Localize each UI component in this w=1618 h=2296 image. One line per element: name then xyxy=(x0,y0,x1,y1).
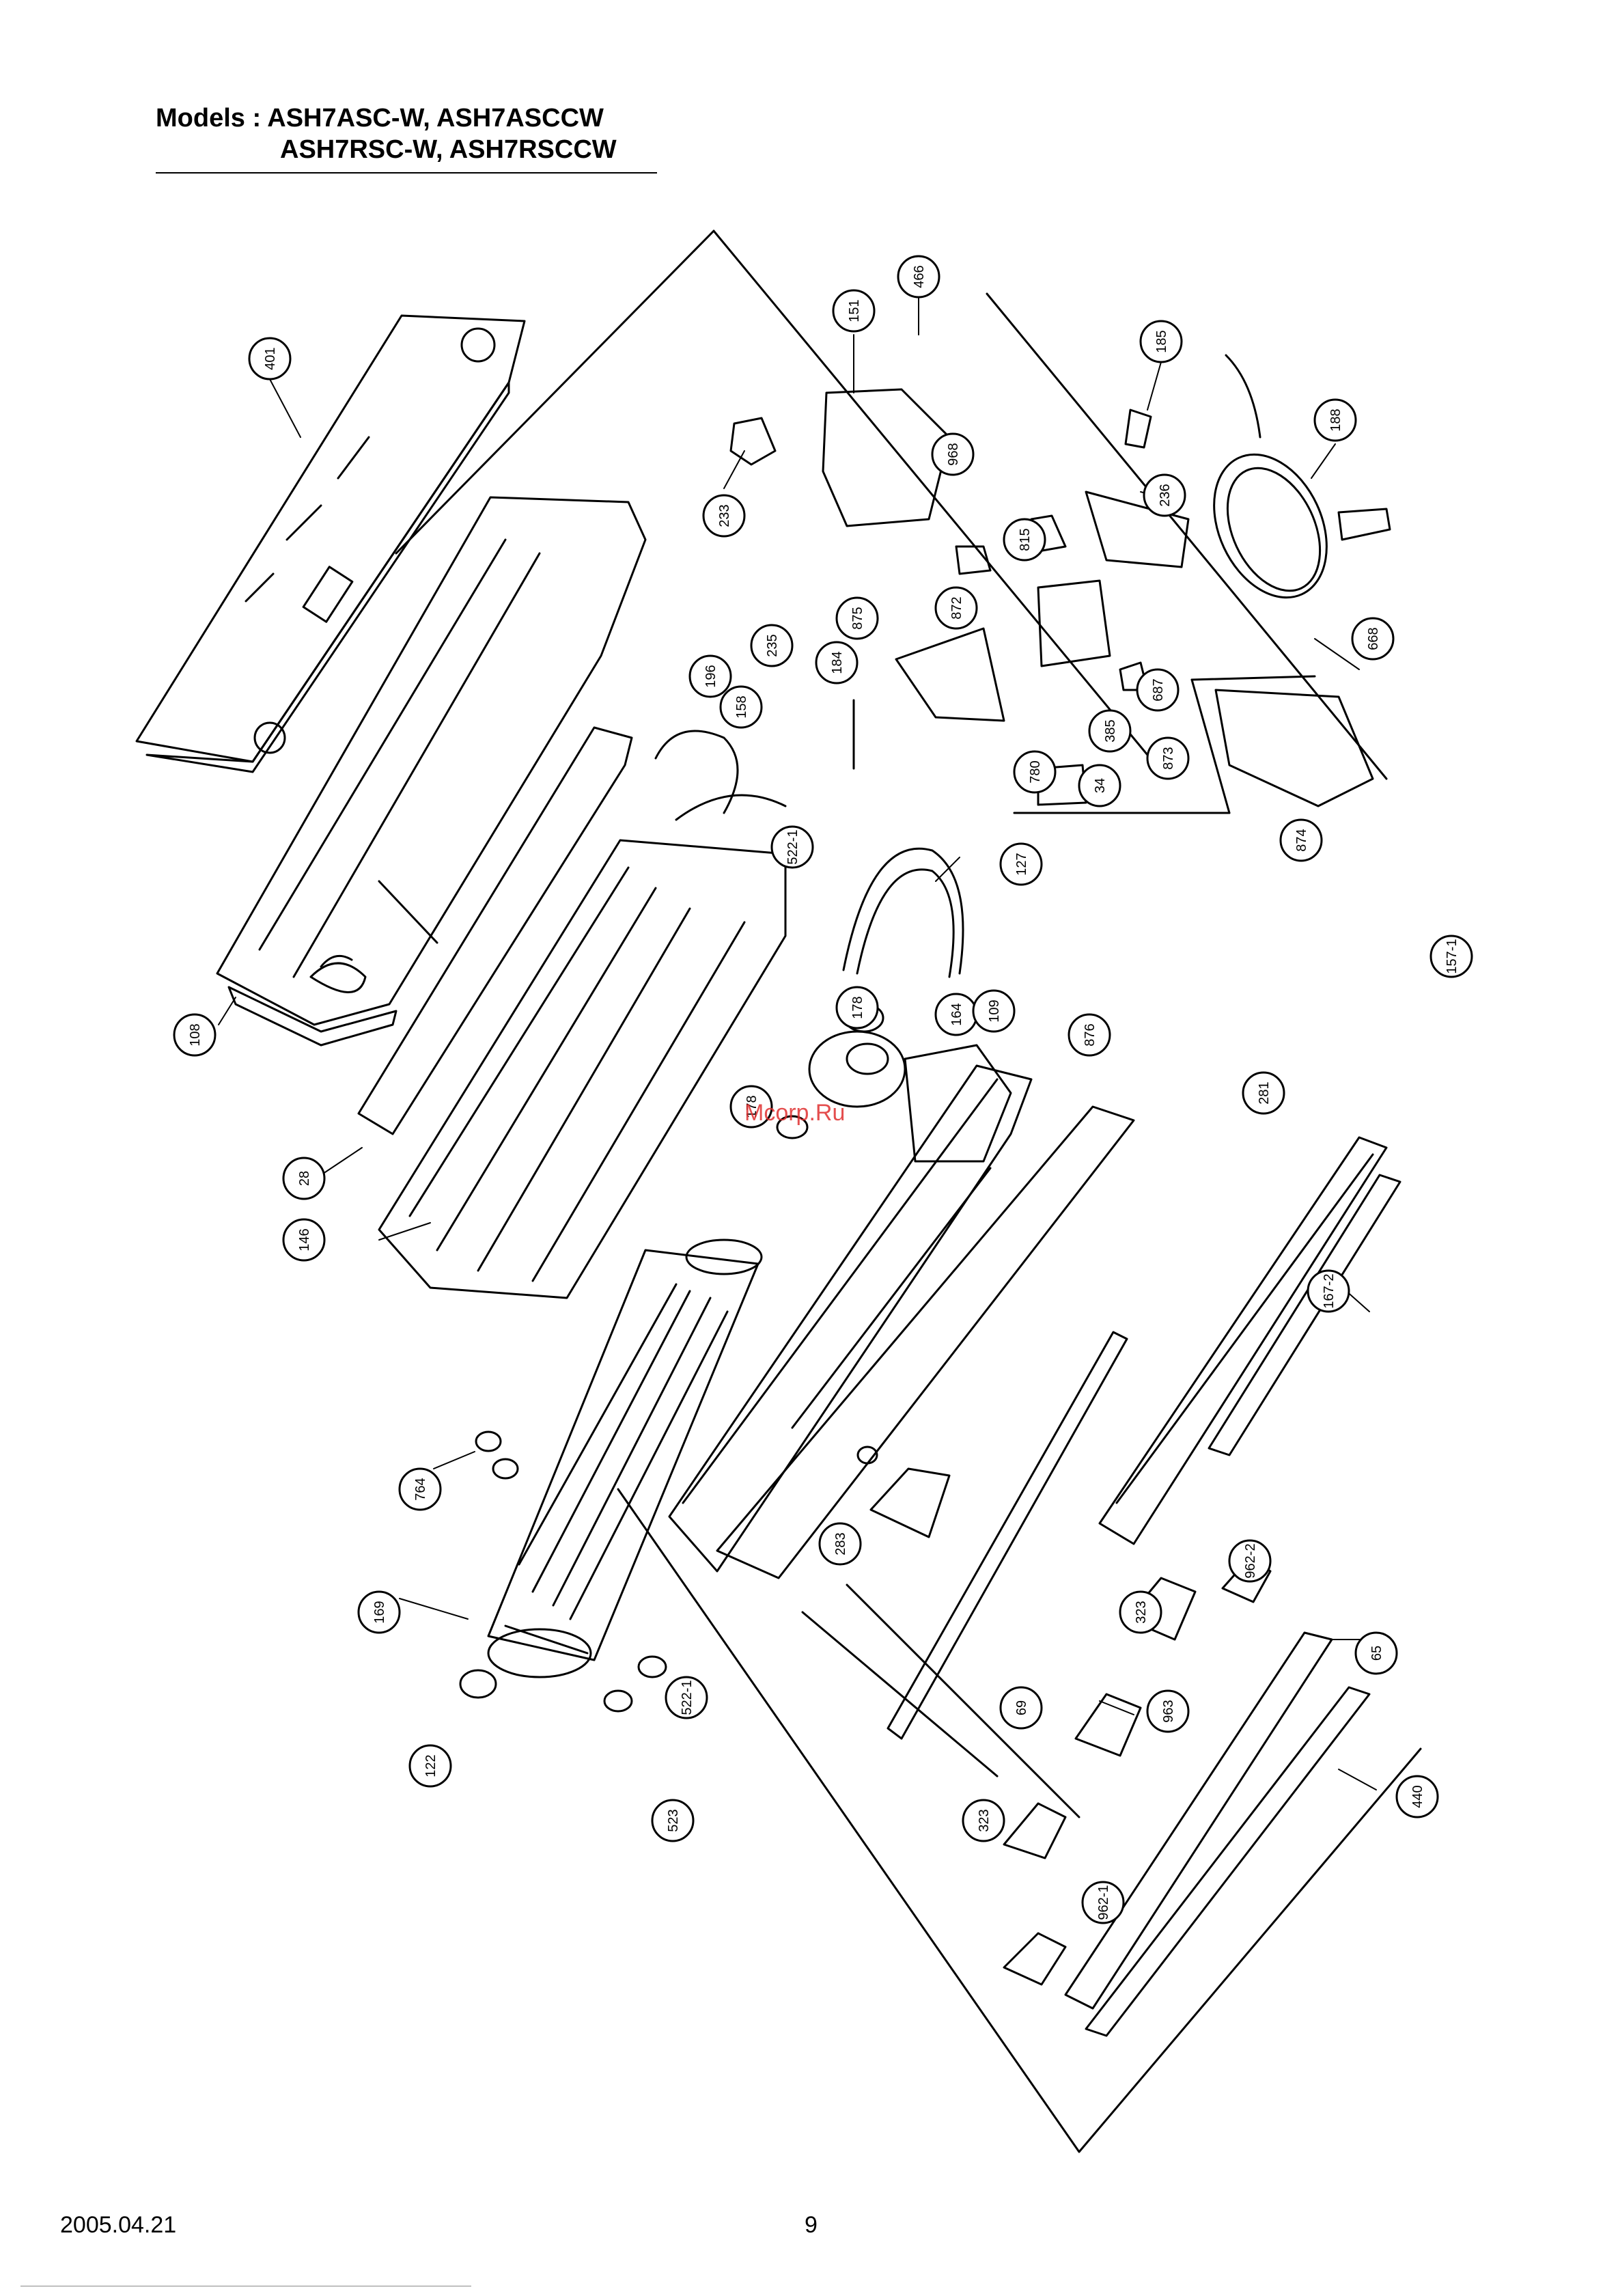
fan-motor xyxy=(777,1004,1011,1161)
watermark: Mcorp.Ru xyxy=(744,1100,845,1126)
callout-label: 167-2 xyxy=(1322,1273,1337,1308)
callout-label: 323 xyxy=(1134,1601,1149,1623)
callout-label: 151 xyxy=(847,299,862,322)
callout-label: 968 xyxy=(946,443,961,465)
callout-label: 164 xyxy=(949,1003,964,1025)
callout-label: 873 xyxy=(1161,747,1176,769)
callout-label: 65 xyxy=(1369,1646,1384,1661)
callout-label: 178 xyxy=(850,996,865,1019)
callout-label: 687 xyxy=(1151,678,1166,701)
callout-label: 874 xyxy=(1294,829,1309,851)
callout-label: 780 xyxy=(1028,760,1043,783)
front-grille xyxy=(1100,1137,1400,1544)
horizontal-louver xyxy=(1065,1633,1369,2036)
callout-label: 875 xyxy=(850,607,865,629)
callout-label: 122 xyxy=(423,1754,438,1777)
callout-label: 236 xyxy=(1158,484,1173,506)
callout-label: 158 xyxy=(734,695,749,718)
callout-label: 401 xyxy=(263,347,278,370)
callout-label: 169 xyxy=(372,1601,387,1623)
callout-label: 962-2 xyxy=(1243,1543,1258,1578)
power-cord xyxy=(1192,355,1390,616)
callout-label: 522-1 xyxy=(680,1680,695,1715)
callout-label: 815 xyxy=(1018,528,1033,551)
callout-label: 146 xyxy=(297,1228,312,1251)
callout-label: 963 xyxy=(1161,1700,1176,1722)
callout-label: 188 xyxy=(1328,409,1343,431)
callout-label: 385 xyxy=(1103,719,1118,742)
page-number: 9 xyxy=(805,2212,818,2239)
callout-label: 283 xyxy=(833,1532,848,1555)
callout-label: 127 xyxy=(1014,853,1029,875)
callout-label: 440 xyxy=(1410,1785,1425,1808)
footer-date: 2005.04.21 xyxy=(60,2212,176,2239)
callout-label: 69 xyxy=(1014,1700,1029,1715)
rear-panel xyxy=(137,316,525,772)
callout-label: 323 xyxy=(977,1809,992,1831)
cross-flow-fan xyxy=(488,1240,762,1677)
callout-label: 523 xyxy=(666,1809,681,1831)
heat-exchanger xyxy=(359,728,785,1298)
callout-label: 522-1 xyxy=(785,829,800,864)
callout-label: 109 xyxy=(987,999,1002,1022)
callout-label: 28 xyxy=(297,1171,312,1186)
main-chassis xyxy=(217,497,645,1045)
callout-label: 872 xyxy=(949,596,964,619)
front-casing xyxy=(669,1066,1134,1578)
callout-label: 281 xyxy=(1257,1081,1272,1104)
assembly-guide-lines xyxy=(396,231,1421,2152)
callout-label: 764 xyxy=(413,1478,428,1500)
callout-label: 34 xyxy=(1093,778,1108,793)
callout-label: 157-1 xyxy=(1445,939,1460,973)
callout-label: 196 xyxy=(703,665,719,687)
louver-motor-assemblies xyxy=(871,1469,1270,1984)
control-box xyxy=(731,389,1373,813)
callout-label: 962-1 xyxy=(1096,1885,1111,1920)
leader-lines xyxy=(219,297,1376,1790)
callout-label: 876 xyxy=(1083,1023,1098,1046)
callout-label: 235 xyxy=(765,634,780,656)
callout-label: 185 xyxy=(1154,330,1169,352)
callout-label: 233 xyxy=(717,504,732,527)
drain-hose xyxy=(843,848,963,977)
callout-label: 668 xyxy=(1366,627,1381,650)
callout-label: 184 xyxy=(830,651,845,674)
callout-label: 466 xyxy=(912,265,927,288)
callout-label: 108 xyxy=(188,1023,203,1046)
